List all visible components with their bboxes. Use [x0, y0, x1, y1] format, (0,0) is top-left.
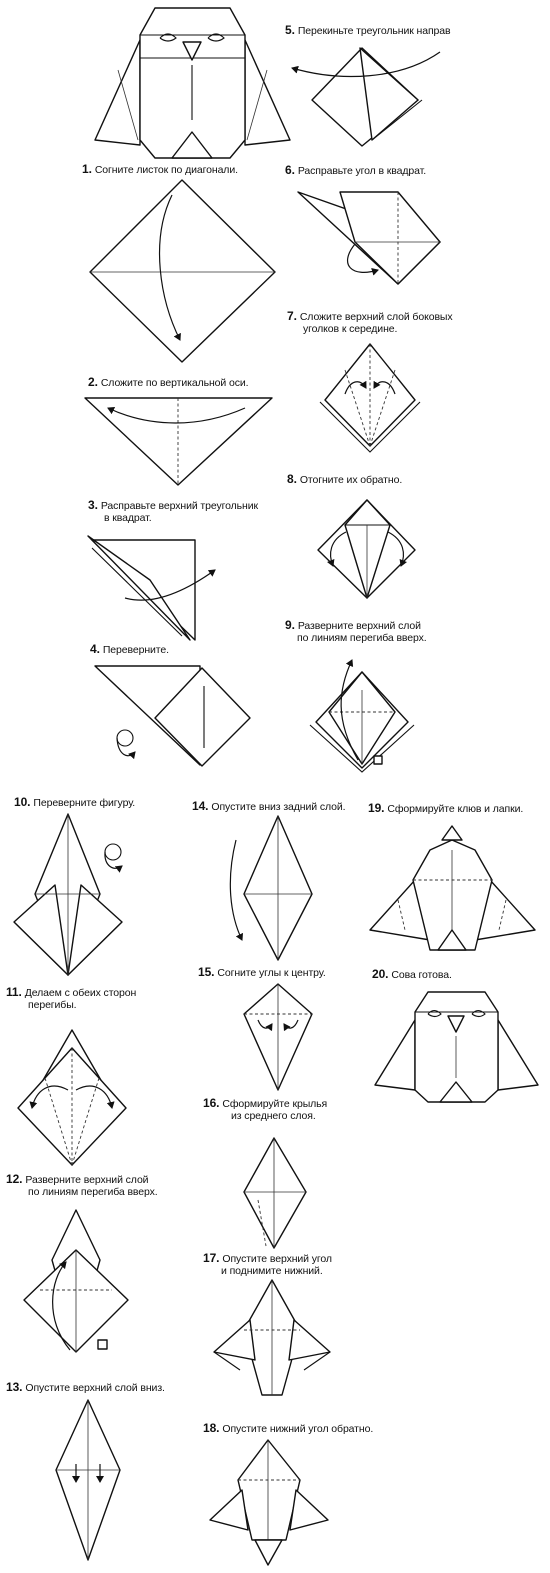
step-10-drawing — [13, 813, 123, 976]
step-12-text-line2: по линиям перегиба вверх. — [28, 1186, 158, 1198]
step-16-drawing — [243, 1137, 307, 1249]
step-8-drawing — [317, 499, 416, 599]
step-14-caption: 14.Опустите вниз задний слой. — [192, 799, 346, 813]
step-9-number: 9. — [285, 618, 295, 632]
step-1-caption: 1.Согните листок по диагонали. — [82, 163, 238, 176]
step-12-text: Разверните верхний слой — [25, 1174, 149, 1186]
step-2-caption: 2.Сложите по вертикальной оси. — [88, 375, 249, 389]
step-9-caption: 9.Разверните верхний слой по линиям пере… — [285, 619, 427, 644]
step-2-number: 2. — [88, 375, 98, 389]
step-5-drawing — [291, 47, 441, 147]
step-4-drawing — [94, 665, 251, 767]
step-4-text: Переверните. — [102, 644, 169, 656]
step-18-text: Опустите нижний угол обратно. — [222, 1423, 374, 1435]
step-3-drawing — [87, 535, 216, 641]
step-3-number: 3. — [88, 498, 98, 512]
step-18-drawing — [209, 1439, 329, 1566]
step-13-caption: 13.Опустите верхний слой вниз. — [6, 1381, 165, 1394]
step-11-number: 11. — [6, 985, 22, 999]
step-10-text: Переверните фигуру. — [33, 797, 136, 809]
step-3-caption: 3.Расправьте верхний треугольник в квадр… — [88, 499, 258, 524]
step-13-text: Опустите верхний слой вниз. — [25, 1382, 165, 1394]
step-4-caption: 4.Переверните. — [90, 643, 169, 656]
step-4-number: 4. — [90, 642, 100, 656]
step-6-number: 6. — [285, 163, 295, 177]
step-18-number: 18. — [203, 1421, 220, 1435]
step-2-drawing — [84, 397, 273, 486]
step-14-text: Опустите вниз задний слой. — [211, 801, 346, 813]
step-17-drawing — [213, 1279, 331, 1396]
step-10-number: 10. — [14, 795, 31, 809]
step-12-number: 12. — [6, 1172, 23, 1186]
step-17-caption: 17.Опустите верхний угол и поднимите ниж… — [203, 1252, 332, 1277]
step-6-text: Расправьте угол в квадрат. — [297, 165, 427, 177]
step-9-text-line2: по линиям перегиба вверх. — [297, 632, 427, 644]
step-3-text-line2: в квадрат. — [104, 512, 152, 524]
step-12-caption: 12.Разверните верхний слой по линиям пер… — [6, 1173, 158, 1198]
step-5-caption: 5.Перекиньте треугольник направ — [285, 24, 451, 37]
step-3-text: Расправьте верхний треугольник — [100, 500, 258, 512]
step-19-caption: 19.Сформируйте клюв и лапки. — [368, 802, 523, 815]
step-8-text: Отогните их обратно. — [299, 474, 403, 486]
step-19-number: 19. — [368, 801, 385, 815]
owl-top-illustration — [94, 7, 291, 159]
step-14-number: 14. — [192, 799, 209, 813]
step-11-drawing — [17, 1029, 127, 1166]
step-13-number: 13. — [6, 1380, 23, 1394]
step-5-number: 5. — [285, 23, 295, 37]
step-11-caption: 11.Делаем с обеих сторон перегибы. — [6, 986, 136, 1011]
step-15-number: 15. — [198, 965, 215, 979]
step-16-text: Сформируйте крылья — [222, 1098, 328, 1110]
step-17-number: 17. — [203, 1251, 220, 1265]
step-20-drawing — [374, 991, 539, 1103]
step-18-caption: 18.Опустите нижний угол обратно. — [203, 1422, 373, 1435]
step-1-number: 1. — [82, 162, 92, 176]
step-16-text-line2: из среднего слоя. — [231, 1110, 316, 1122]
step-11-text: Делаем с обеих сторон — [24, 987, 137, 999]
step-12-drawing — [23, 1209, 129, 1353]
step-6-caption: 6.Расправьте угол в квадрат. — [285, 164, 426, 177]
step-15-text: Согните углы к центру. — [217, 967, 326, 979]
step-20-caption: 20.Сова готова. — [372, 968, 452, 981]
step-17-text-line2: и поднимите нижний. — [221, 1265, 323, 1277]
step-7-number: 7. — [287, 309, 297, 323]
step-5-text: Перекиньте треугольник направ — [297, 25, 451, 37]
step-8-number: 8. — [287, 472, 297, 486]
step-7-drawing — [319, 343, 421, 453]
step-19-drawing — [369, 825, 536, 951]
step-13-drawing — [55, 1399, 121, 1561]
step-7-text-line2: уголков к середине. — [303, 323, 398, 335]
step-20-number: 20. — [372, 967, 389, 981]
step-15-drawing — [243, 983, 313, 1091]
step-17-text: Опустите верхний угол — [222, 1253, 332, 1265]
step-7-text: Сложите верхний слой боковых — [299, 311, 453, 323]
step-1-drawing — [89, 179, 276, 363]
step-9-text: Разверните верхний слой — [297, 620, 421, 632]
step-7-caption: 7.Сложите верхний слой боковых уголков к… — [287, 310, 453, 335]
step-2-text: Сложите по вертикальной оси. — [100, 377, 249, 389]
step-11-text-line2: перегибы. — [28, 999, 77, 1011]
step-9-drawing — [309, 659, 415, 773]
step-1-text: Согните листок по диагонали. — [94, 164, 238, 176]
step-19-text: Сформируйте клюв и лапки. — [387, 803, 524, 815]
step-15-caption: 15.Согните углы к центру. — [198, 966, 326, 979]
step-6-drawing — [297, 191, 441, 285]
step-10-caption: 10.Переверните фигуру. — [14, 796, 135, 809]
step-14-drawing — [229, 815, 313, 961]
step-8-caption: 8.Отогните их обратно. — [287, 473, 402, 486]
step-20-text: Сова готова. — [391, 969, 452, 981]
step-16-number: 16. — [203, 1096, 220, 1110]
step-16-caption: 16.Сформируйте крылья из среднего слоя. — [203, 1097, 327, 1122]
